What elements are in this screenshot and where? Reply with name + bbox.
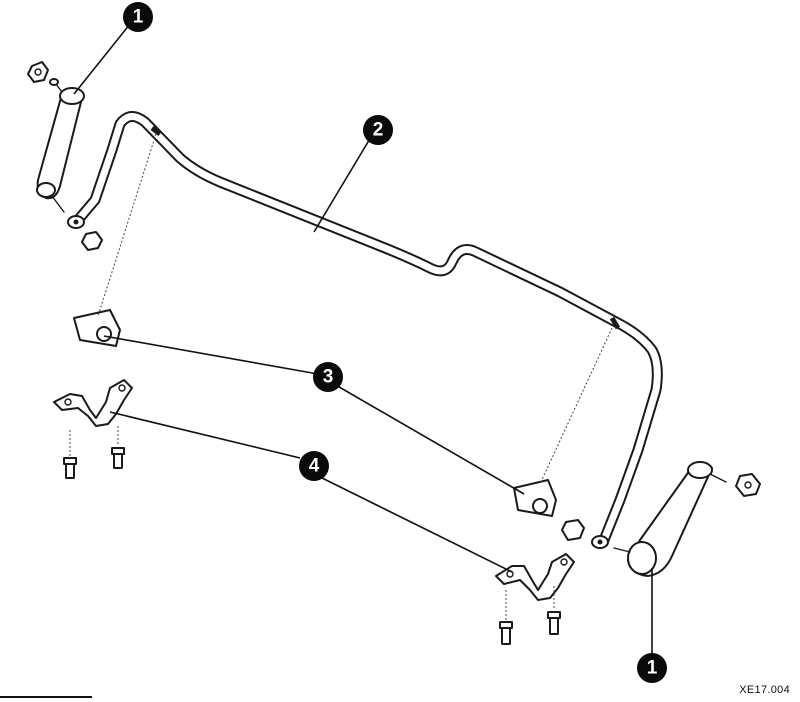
clamp-right: [495, 553, 575, 601]
leader-3-right: [333, 383, 525, 495]
svg-text:4: 4: [309, 456, 320, 477]
drop-link-left: [27, 61, 103, 251]
bolt-left-1: [63, 430, 77, 479]
svg-text:1: 1: [133, 7, 144, 28]
svg-text:1: 1: [647, 658, 658, 679]
callout-1-bottom: 1: [637, 653, 667, 683]
callout-3: 3: [313, 362, 343, 392]
clamp-left: [53, 379, 133, 427]
drop-link-right: [561, 461, 761, 577]
reference-code: XE17.004: [739, 684, 790, 696]
leader-4-right: [317, 475, 513, 573]
alignment-line-right: [539, 327, 613, 485]
bushing-right: [513, 479, 557, 517]
bolt-right-2: [547, 586, 561, 635]
leader-4-left: [109, 411, 301, 459]
callout-2: 2: [363, 115, 393, 145]
svg-text:3: 3: [323, 367, 334, 388]
leader-1-top: [73, 23, 131, 95]
stabilizer-bar: [67, 111, 663, 549]
callout-1-top: 1: [123, 2, 153, 32]
bolt-left-2: [111, 426, 125, 469]
bushing-left: [73, 309, 121, 347]
svg-text:2: 2: [373, 120, 384, 141]
leader-3-left: [103, 335, 319, 375]
callout-4: 4: [299, 451, 329, 481]
bolt-right-1: [499, 590, 513, 645]
leader-2: [313, 131, 375, 233]
bottom-rule: [0, 696, 92, 698]
